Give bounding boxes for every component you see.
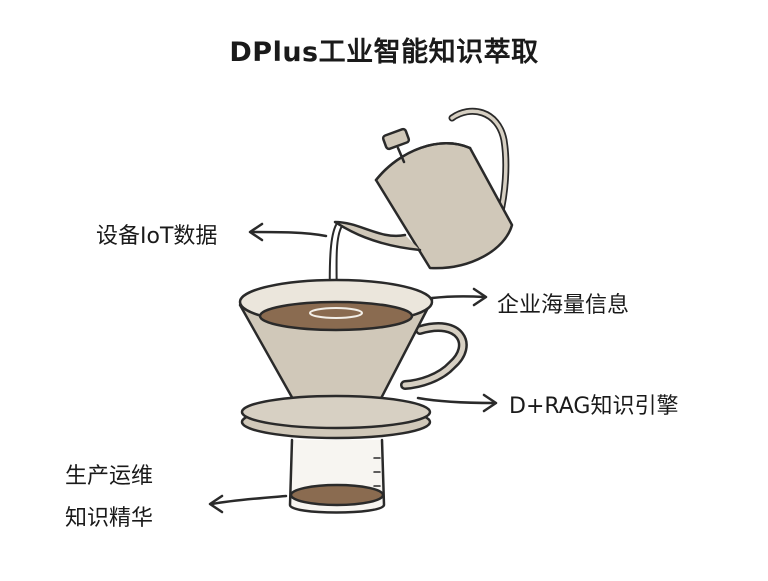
arrow-to-enterprise-icon: [430, 287, 488, 307]
carafe-icon: [288, 438, 386, 514]
dripper-plate-icon: [240, 394, 432, 440]
arrow-to-knowledge-icon: [208, 494, 288, 514]
label-ops-line2: 知识精华: [65, 506, 154, 531]
arrow-to-iot-icon: [248, 222, 328, 242]
page-title: DPlus工业智能知识萃取: [229, 37, 539, 68]
label-enterprise-info: 企业海量信息: [497, 293, 630, 318]
arrow-to-engine-icon: [416, 393, 498, 413]
label-iot-data: 设备IoT数据: [96, 224, 218, 249]
kettle-icon: [333, 107, 514, 270]
dripper-icon: [238, 278, 434, 417]
label-ops-line1: 生产运维: [65, 464, 154, 489]
label-rag-engine: D+RAG知识引擎: [509, 394, 679, 419]
